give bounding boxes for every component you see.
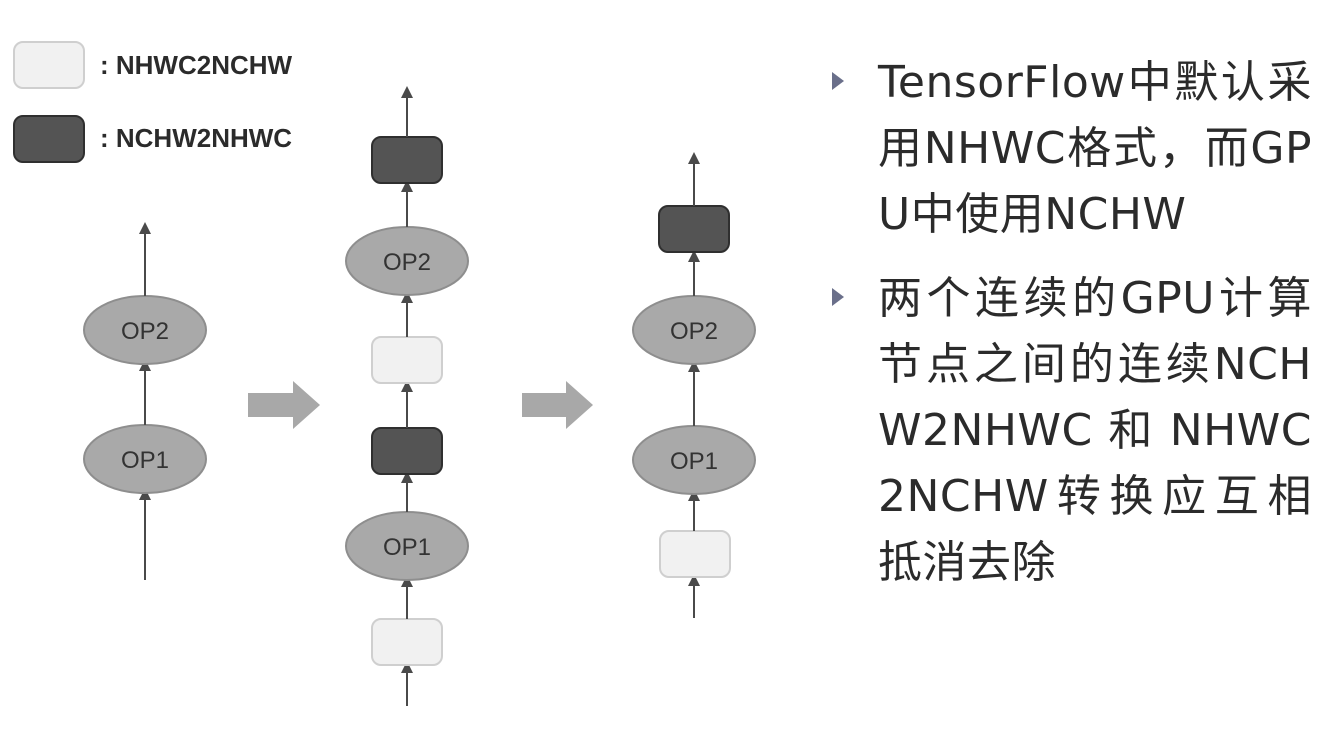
nhwc2nchw-node xyxy=(371,618,443,666)
nhwc2nchw-node xyxy=(371,336,443,384)
transform-arrow-2 xyxy=(522,381,593,429)
op-node-label: OP2 xyxy=(121,318,169,345)
op-node-label: OP2 xyxy=(670,318,718,345)
graph-optimized: OP1 OP2 xyxy=(632,152,756,618)
legend-label: : NCHW2NHWC xyxy=(100,123,292,153)
bullet-text: TensorFlow中默认采用NHWC格式，而GPU中使用NCHW xyxy=(878,57,1312,240)
format-transform-diagram: : NHWC2NCHW : NCHW2NHWC OP1 OP2 OP1 OP2 xyxy=(13,41,756,706)
nchw2nhwc-node xyxy=(371,427,443,475)
bullet-item: 两个连续的GPU计算节点之间的连续NCHW2NHWC 和 NHWC2NCHW转换… xyxy=(832,266,1312,596)
nhwc2nchw-node xyxy=(659,530,731,578)
op-node-label: OP2 xyxy=(383,249,431,276)
op-node-label: OP1 xyxy=(121,447,169,474)
op-node-label: OP1 xyxy=(670,448,718,475)
graph-with-transposes: OP1 OP2 xyxy=(345,86,469,706)
bullet-text: 两个连续的GPU计算节点之间的连续NCHW2NHWC 和 NHWC2NCHW转换… xyxy=(878,273,1312,588)
graph-original: OP1 OP2 xyxy=(83,222,207,580)
legend-label: : NHWC2NCHW xyxy=(100,50,293,80)
bullet-triangle-icon xyxy=(832,72,844,90)
nchw2nhwc-node xyxy=(371,136,443,184)
op-node-label: OP1 xyxy=(383,534,431,561)
legend-dark-swatch xyxy=(13,115,85,163)
legend: : NHWC2NCHW : NCHW2NHWC xyxy=(13,41,293,163)
nchw2nhwc-node xyxy=(658,205,730,253)
bullet-triangle-icon xyxy=(832,288,844,306)
legend-light-swatch xyxy=(13,41,85,89)
transform-arrow-1 xyxy=(248,381,320,429)
bullet-item: TensorFlow中默认采用NHWC格式，而GPU中使用NCHW xyxy=(832,50,1312,248)
bullet-list: TensorFlow中默认采用NHWC格式，而GPU中使用NCHW 两个连续的G… xyxy=(832,50,1312,614)
